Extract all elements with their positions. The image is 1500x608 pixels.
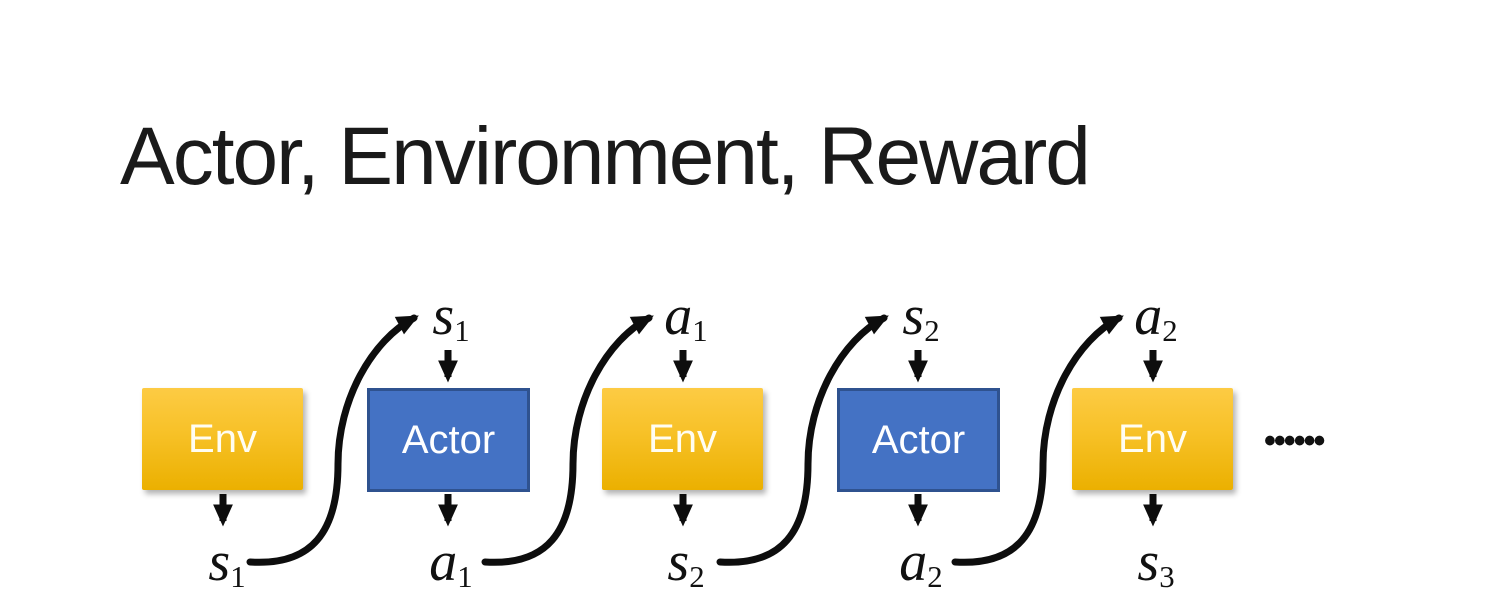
env-box-2-label: Env: [648, 417, 717, 461]
label-top-s2: s2: [902, 288, 939, 347]
curve-arrow-s1: [246, 314, 419, 566]
label-bottom-a2: a2: [899, 534, 942, 593]
label-bottom-a1: a1: [429, 534, 472, 593]
env-box-3: Env: [1072, 388, 1233, 490]
label-top-s1-sub: 1: [454, 313, 470, 348]
label-bottom-s1-base: s: [208, 531, 231, 593]
label-top-a1-base: a: [664, 285, 693, 347]
label-top-s2-base: s: [902, 285, 925, 347]
curve-arrow-a2: [951, 314, 1124, 566]
env-box-2: Env: [602, 388, 763, 490]
label-bottom-s3-base: s: [1137, 531, 1160, 593]
continuation-dots: ••••••: [1264, 422, 1325, 460]
label-bottom-s1-sub: 1: [230, 559, 246, 594]
label-bottom-s1: s1: [208, 534, 245, 593]
label-top-a1: a1: [664, 288, 707, 347]
label-bottom-a2-base: a: [899, 531, 928, 593]
label-bottom-s3-sub: 3: [1159, 559, 1175, 594]
label-bottom-s2-base: s: [667, 531, 690, 593]
curve-arrow-a1: [481, 314, 654, 566]
actor-box-2: Actor: [837, 388, 1000, 492]
label-bottom-s2-sub: 2: [689, 559, 705, 594]
label-top-s1: s1: [432, 288, 469, 347]
env-box-1-label: Env: [188, 417, 257, 461]
label-bottom-a1-base: a: [429, 531, 458, 593]
actor-box-1: Actor: [367, 388, 530, 492]
label-bottom-s2: s2: [667, 534, 704, 593]
label-top-s2-sub: 2: [924, 313, 940, 348]
label-bottom-a2-sub: 2: [927, 559, 943, 594]
label-bottom-s3: s3: [1137, 534, 1174, 593]
label-bottom-a1-sub: 1: [457, 559, 473, 594]
label-top-a1-sub: 1: [692, 313, 708, 348]
env-box-3-label: Env: [1118, 417, 1187, 461]
label-top-a2-base: a: [1134, 285, 1163, 347]
env-box-1: Env: [142, 388, 303, 490]
label-top-a2-sub: 2: [1162, 313, 1178, 348]
actor-box-2-label: Actor: [871, 418, 966, 462]
label-top-s1-base: s: [432, 285, 455, 347]
slide-title: Actor, Environment, Reward: [120, 111, 1091, 202]
curve-arrow-s2: [716, 314, 889, 566]
label-top-a2: a2: [1134, 288, 1177, 347]
actor-box-1-label: Actor: [401, 418, 496, 462]
